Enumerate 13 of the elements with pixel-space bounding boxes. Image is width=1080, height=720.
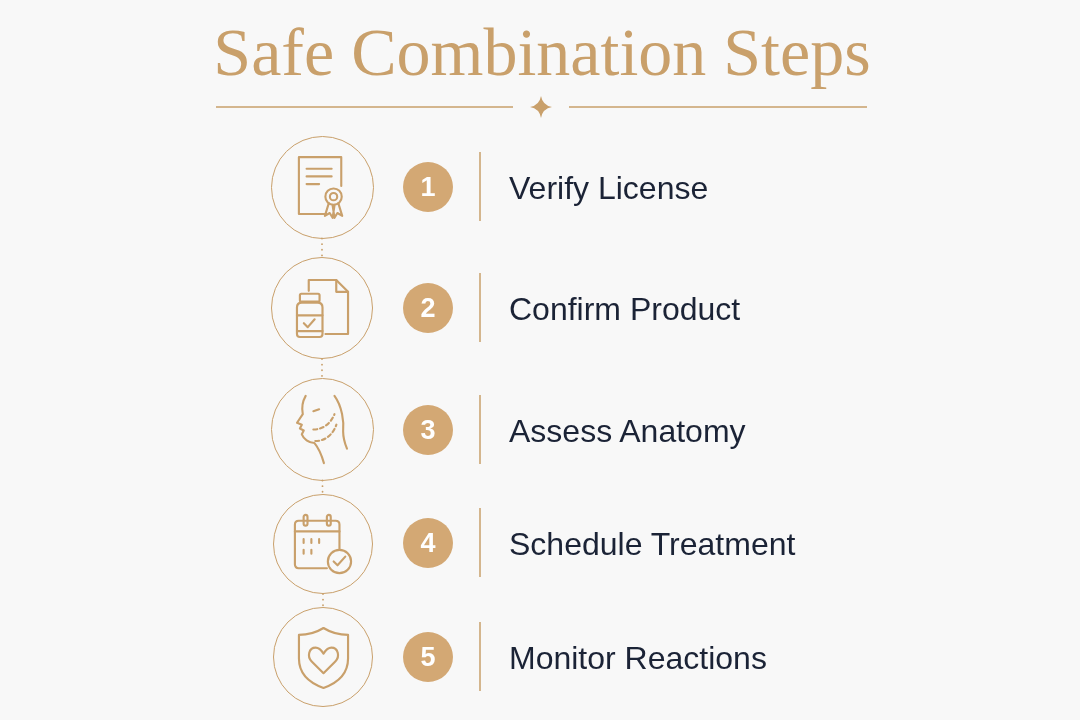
step-number-badge: 2 [403,283,453,333]
step-label: Schedule Treatment [509,525,796,564]
step-number-badge: 5 [403,632,453,682]
step-label: Confirm Product [509,290,741,329]
step-number-badge: 1 [403,162,453,212]
step-label: Verify License [509,169,709,208]
title: Safe Combination Steps [213,13,871,91]
dotted-connector [322,593,324,608]
step-label: Monitor Reactions [509,639,767,678]
dotted-connector [321,358,323,379]
step-label: Assess Anatomy [509,412,746,451]
step-number-badge: 3 [403,405,453,455]
step-number-badge: 4 [403,518,453,568]
